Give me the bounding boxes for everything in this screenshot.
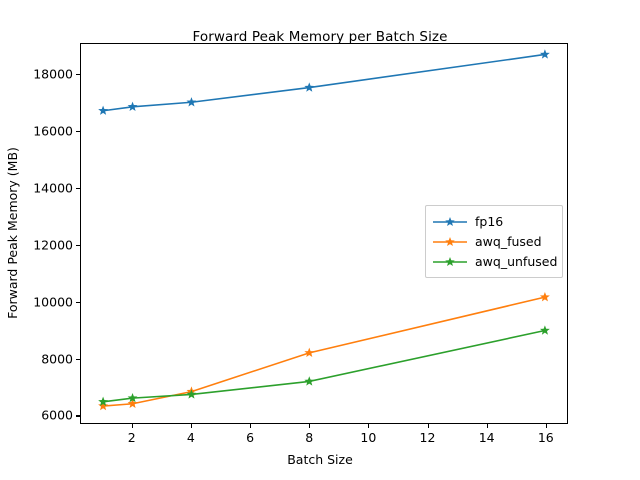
data-point-marker: [304, 82, 315, 92]
x-tick-mark: [190, 424, 192, 428]
series-line: [102, 329, 546, 403]
x-tick-label: 16: [537, 430, 554, 445]
legend-item-awq_fused[interactable]: awq_fused: [432, 231, 556, 251]
y-tick-mark: [76, 415, 80, 417]
y-tick-mark: [76, 301, 80, 303]
x-tick-label: 6: [246, 430, 255, 445]
data-point-marker: [186, 97, 197, 107]
y-tick-label: 14000: [33, 180, 73, 196]
legend-item-awq_unfused[interactable]: awq_unfused: [432, 251, 558, 271]
x-tick-label: 14: [478, 430, 495, 445]
data-point-marker: [127, 101, 138, 111]
x-tick-mark: [427, 424, 429, 428]
legend-label: awq_unfused: [475, 253, 558, 269]
data-point-marker: [98, 105, 109, 115]
series-lines: [98, 49, 550, 411]
y-tick-label: 16000: [33, 123, 73, 139]
x-tick-label: 2: [127, 430, 136, 445]
data-point-marker: [539, 49, 550, 59]
data-point-marker: [127, 392, 138, 403]
data-point-marker: [127, 398, 138, 408]
x-tick-label: 4: [186, 430, 195, 445]
y-tick-mark: [76, 74, 80, 76]
legend[interactable]: fp16 awq_fused awq_unfused: [425, 205, 563, 278]
y-tick-mark: [76, 131, 80, 133]
chart-title: Forward Peak Memory per Batch Size: [192, 29, 448, 45]
legend-label: fp16: [475, 213, 504, 229]
data-point-marker: [539, 325, 550, 335]
series-awq_unfused: [98, 325, 550, 406]
legend-line-sample: [432, 254, 468, 268]
data-point-marker: [98, 396, 109, 406]
series-awq_fused: [98, 291, 550, 411]
x-tick-mark: [131, 424, 133, 428]
y-tick-label: 8000: [41, 351, 73, 367]
y-axis-label: Forward Peak Memory (MB): [5, 147, 20, 319]
y-tick-mark: [76, 188, 80, 190]
y-tick-label: 12000: [33, 237, 73, 253]
x-tick-mark: [368, 424, 370, 428]
x-tick-label: 12: [419, 430, 436, 445]
legend-item-fp16[interactable]: fp16: [432, 211, 556, 231]
data-point-marker: [98, 400, 109, 411]
x-tick-mark: [309, 424, 311, 428]
y-tick-label: 10000: [33, 294, 73, 310]
x-axis-label: Batch Size: [287, 452, 353, 467]
data-point-marker: [186, 389, 197, 399]
legend-line-sample: [432, 234, 468, 248]
data-point-marker: [304, 347, 315, 358]
legend-label: awq_fused: [475, 233, 542, 249]
series-line: [102, 53, 546, 112]
data-point-marker: [539, 291, 550, 302]
x-tick-label: 8: [305, 430, 314, 445]
y-tick-label: 6000: [41, 407, 73, 423]
y-tick-mark: [76, 358, 80, 360]
x-tick-mark: [545, 424, 547, 428]
series-fp16: [98, 49, 550, 115]
legend-line-sample: [432, 214, 468, 228]
x-tick-label: 10: [360, 430, 377, 445]
y-tick-mark: [76, 244, 80, 246]
x-tick-mark: [250, 424, 252, 428]
series-line: [103, 296, 546, 407]
y-tick-label: 18000: [33, 66, 73, 82]
x-tick-mark: [486, 424, 488, 428]
data-point-marker: [304, 376, 315, 386]
